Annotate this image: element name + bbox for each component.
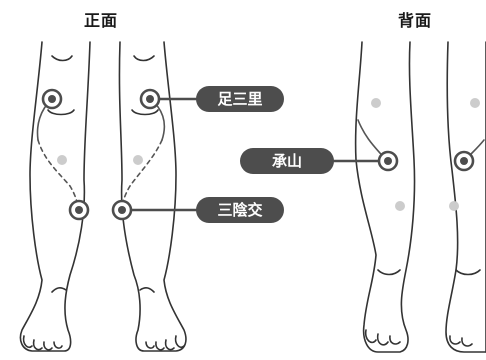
zusanli-label: 足三里 <box>196 86 284 112</box>
front-left-leg <box>20 42 90 351</box>
front-right-meridian-dashed <box>122 140 162 210</box>
chengshan-label: 承山 <box>240 148 334 174</box>
front-right-leg <box>119 42 185 351</box>
sanyinjiao-label: 三陰交 <box>196 197 284 223</box>
front-left-meridian-dashed <box>38 140 78 210</box>
back-left-leg <box>356 42 415 352</box>
back-right-leg <box>446 42 486 352</box>
